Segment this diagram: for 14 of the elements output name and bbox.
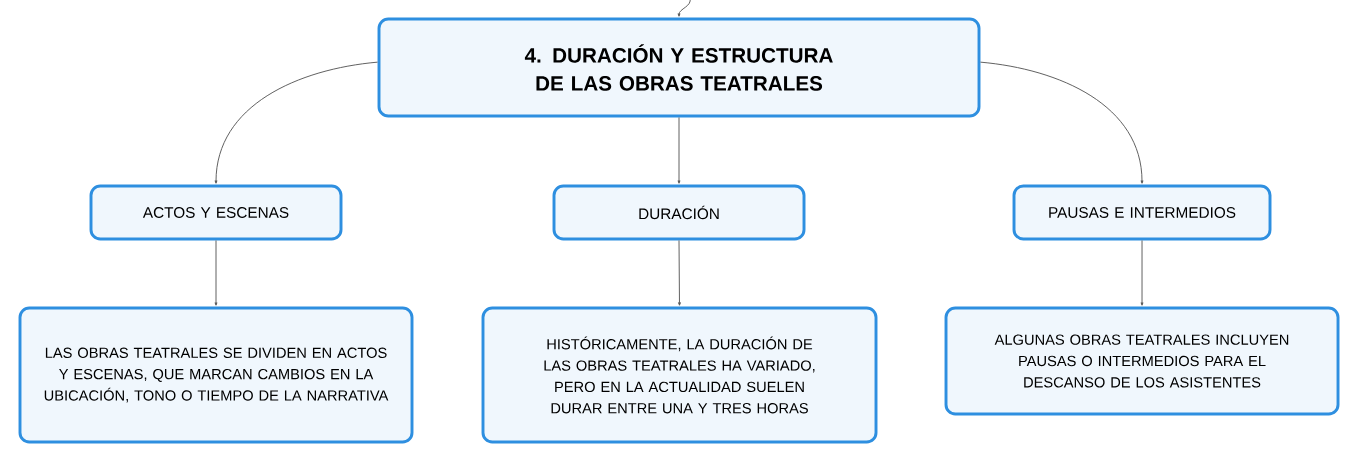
topic-box: DURACIÓN [552, 184, 806, 241]
arrow [214, 61, 378, 184]
topic-box: ACTOS Y ESCENAS [89, 184, 343, 241]
arrow [677, 0, 691, 17]
arrow [1140, 240, 1144, 306]
arrow [678, 240, 681, 306]
arrow [980, 61, 1144, 184]
topic-box: PAUSAS E INTERMEDIOS [1012, 184, 1272, 241]
description-box: LAS OBRAS TEATRALES SE DIVIDEN EN ACTOS Y ESCENAS, QUE MARCAN CAMBIOS EN LA UBICACIÓN, TONO O TIEMPO DE LA NARRATIVA [18, 306, 414, 444]
title-box: 4. DURACIÓN Y ESTRUCTURA DE LAS OBRAS TEATRALES [377, 17, 981, 118]
arrow [214, 240, 218, 306]
description-box: HISTÓRICAMENTE, LA DURACIÓN DE LAS OBRAS TEATRALES HA VARIADO, PERO EN LA ACTUALIDAD SUELEN DURAR ENTRE UNA Y TRES HORAS [481, 306, 878, 444]
description-box: ALGUNAS OBRAS TEATRALES INCLUYEN PAUSAS O INTERMEDIOS PARA EL DESCANSO DE LOS ASISTENTES [944, 306, 1340, 416]
arrow [677, 117, 681, 184]
